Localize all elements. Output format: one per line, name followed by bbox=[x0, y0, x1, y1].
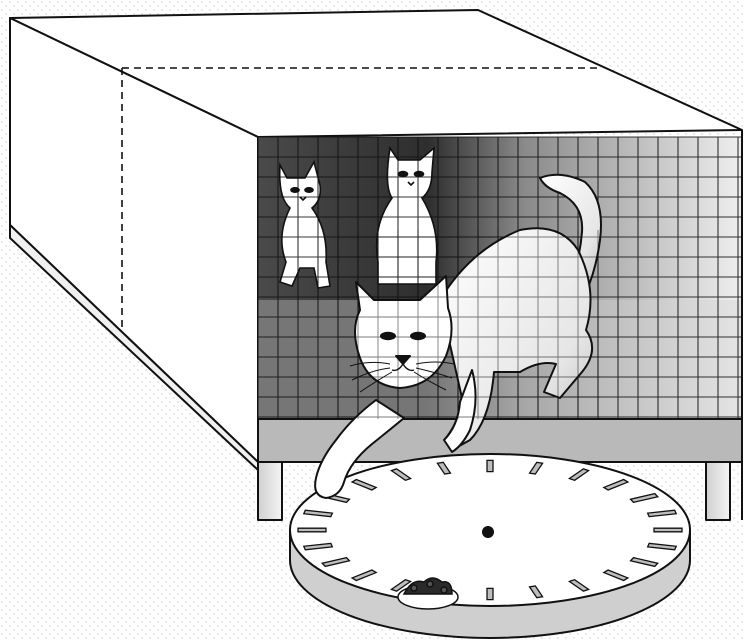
turntable-paddle bbox=[487, 460, 493, 471]
turntable-paddle bbox=[654, 528, 682, 532]
turntable-paddle bbox=[487, 588, 493, 599]
turntable bbox=[290, 454, 690, 638]
turntable-center bbox=[482, 526, 494, 538]
cage-leg-front-right bbox=[706, 462, 730, 520]
cat-eye-left bbox=[381, 333, 395, 339]
turntable-paddle bbox=[298, 528, 326, 532]
cage-leg-front-left bbox=[258, 462, 282, 520]
